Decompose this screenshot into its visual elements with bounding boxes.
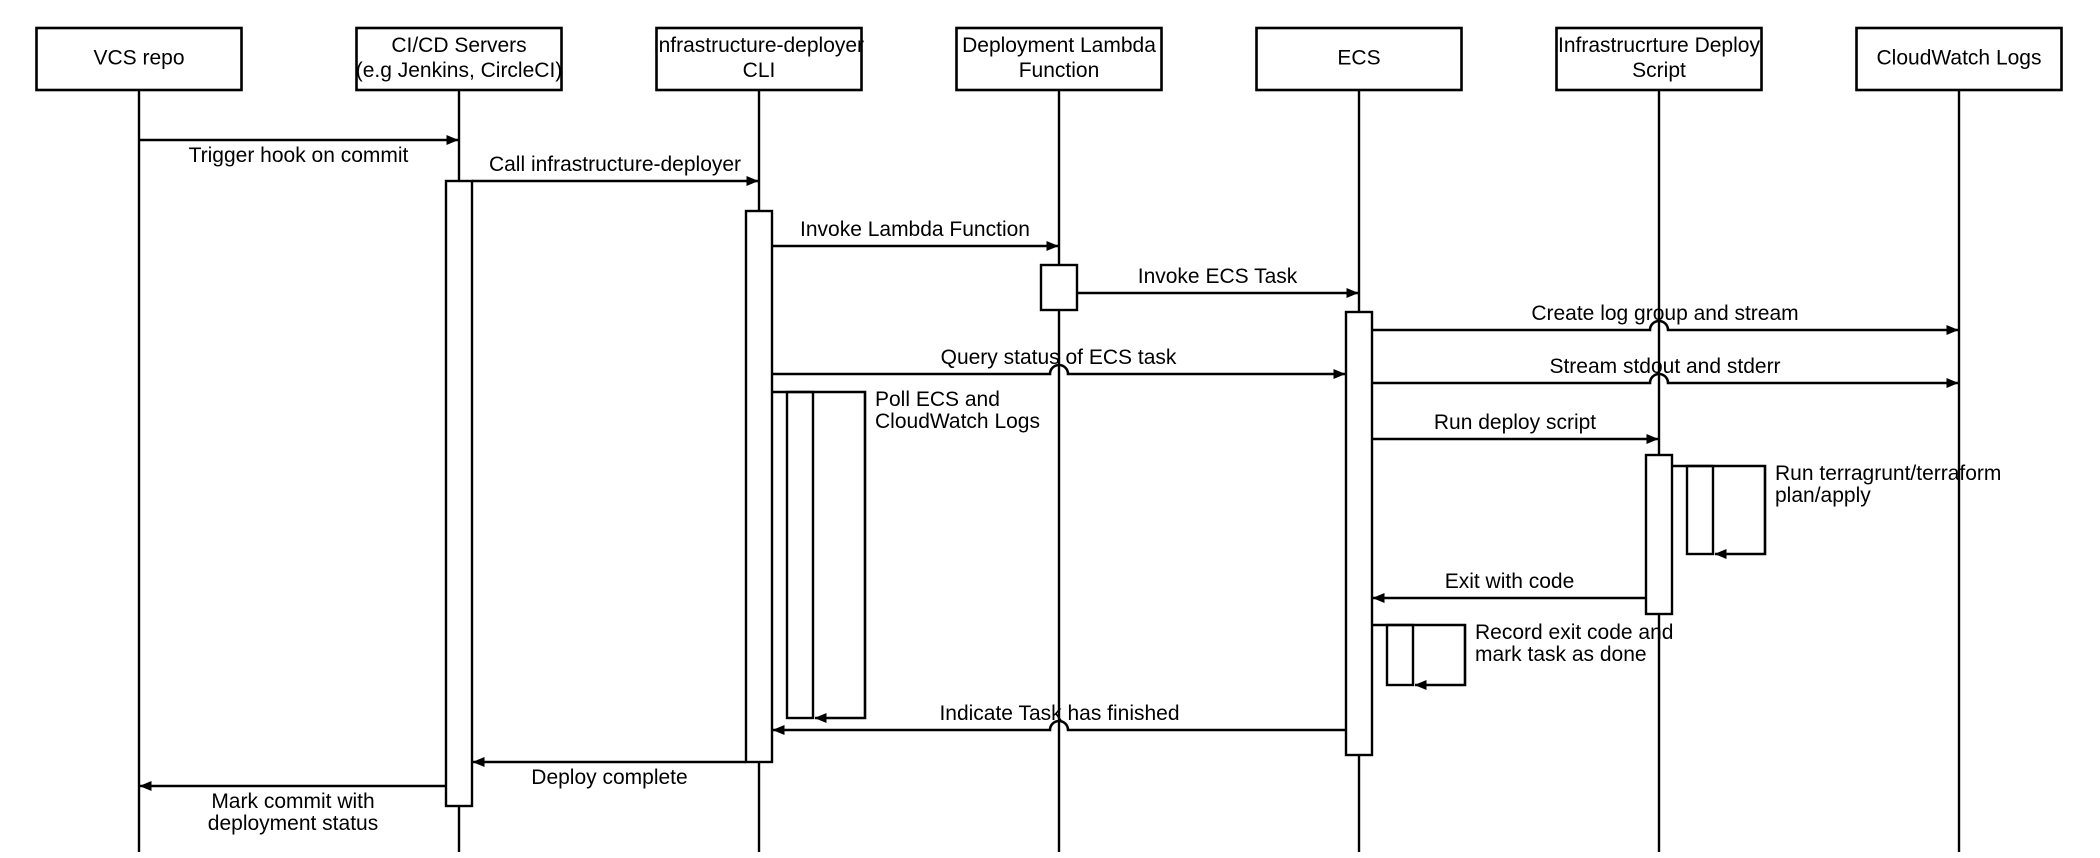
participant-label: Deployment Lambda xyxy=(962,34,1156,57)
participant-box xyxy=(1255,26,1463,92)
participant-label: infrastructure-deployer xyxy=(654,34,864,57)
participant-label: Function xyxy=(1019,59,1100,82)
activation-act-lambda xyxy=(1039,263,1079,312)
participant-vcs[interactable]: VCS repo xyxy=(35,26,243,92)
participant-label: ECS xyxy=(1337,47,1380,70)
message-label: Invoke ECS Task xyxy=(1138,265,1298,288)
message-13[interactable]: Indicate Task has finished xyxy=(772,702,1346,735)
message-label: Poll ECS and xyxy=(875,388,1000,411)
message-label: Deploy complete xyxy=(531,766,687,789)
participant-cwlogs[interactable]: CloudWatch Logs xyxy=(1855,26,2063,92)
participant-cicd[interactable]: CI/CD Servers(e.g Jenkins, CircleCI) xyxy=(355,26,563,92)
message-label: Query status of ECS task xyxy=(941,346,1177,369)
participant-box xyxy=(1855,26,2063,92)
message-label: Trigger hook on commit xyxy=(189,144,409,167)
message-line xyxy=(772,363,1346,379)
message-6[interactable]: Query status of ECS task xyxy=(772,346,1346,379)
participant-box xyxy=(35,26,243,92)
message-label: Mark commit with xyxy=(211,790,374,813)
activation-act-cli-poll xyxy=(785,390,815,720)
message-label: Stream stdout and stderr xyxy=(1549,355,1780,378)
message-line xyxy=(1372,319,1959,335)
message-label: deployment status xyxy=(208,812,378,835)
participant-label: CI/CD Servers xyxy=(391,34,526,57)
message-label: Run deploy script xyxy=(1434,411,1596,434)
activation-act-script-self xyxy=(1685,464,1715,556)
message-14[interactable]: Deploy complete xyxy=(472,757,746,789)
message-7[interactable]: Stream stdout and stderr xyxy=(1372,355,1959,388)
activation-act-script xyxy=(1644,453,1674,616)
activation-act-ecs-self xyxy=(1385,623,1415,687)
message-8[interactable]: Run deploy script xyxy=(1372,411,1659,444)
message-3[interactable]: Invoke Lambda Function xyxy=(772,218,1059,251)
participant-ecs[interactable]: ECS xyxy=(1255,26,1463,92)
participant-box xyxy=(355,26,563,92)
message-2[interactable]: Call infrastructure-deployer xyxy=(472,153,759,186)
activation-act-ecs xyxy=(1344,310,1374,757)
participant-label: (e.g Jenkins, CircleCI) xyxy=(356,59,563,82)
participant-label: VCS repo xyxy=(93,47,184,70)
message-label: plan/apply xyxy=(1775,484,1871,507)
message-4[interactable]: Invoke ECS Task xyxy=(1077,265,1359,298)
message-label: Call infrastructure-deployer xyxy=(489,153,741,176)
activations-layer xyxy=(444,179,1715,808)
activation-act-cicd xyxy=(444,179,474,808)
message-label: Invoke Lambda Function xyxy=(800,218,1030,241)
message-1[interactable]: Trigger hook on commit xyxy=(139,135,459,167)
self-message-line xyxy=(1672,464,1767,559)
participant-label: Script xyxy=(1632,59,1686,82)
message-line xyxy=(1372,372,1959,388)
activation-act-cli xyxy=(744,209,774,764)
self-message-line xyxy=(1372,623,1467,690)
message-label: Record exit code and xyxy=(1475,621,1673,644)
message-label: mark task as done xyxy=(1475,643,1647,666)
message-label: Indicate Task has finished xyxy=(939,702,1179,725)
participant-label: CloudWatch Logs xyxy=(1877,47,2042,70)
participant-box xyxy=(955,26,1163,92)
message-label: Create log group and stream xyxy=(1531,302,1798,325)
message-label: CloudWatch Logs xyxy=(875,410,1040,433)
self-message-line xyxy=(772,390,867,723)
participant-label: Infrastrucrture Deploy xyxy=(1558,34,1760,57)
participant-box xyxy=(655,26,863,92)
message-label: Exit with code xyxy=(1445,570,1575,593)
message-label: Run terragrunt/terraform xyxy=(1775,462,2001,485)
message-line xyxy=(772,719,1346,735)
participant-label: CLI xyxy=(743,59,776,82)
message-11[interactable]: Exit with code xyxy=(1372,570,1646,603)
participant-box xyxy=(1555,26,1763,92)
messages-layer: Trigger hook on commit Call infrastructur… xyxy=(139,135,2001,835)
participants-layer: VCS repo CI/CD Servers(e.g Jenkins, Circl… xyxy=(35,26,2063,92)
message-5[interactable]: Create log group and stream xyxy=(1372,302,1959,335)
